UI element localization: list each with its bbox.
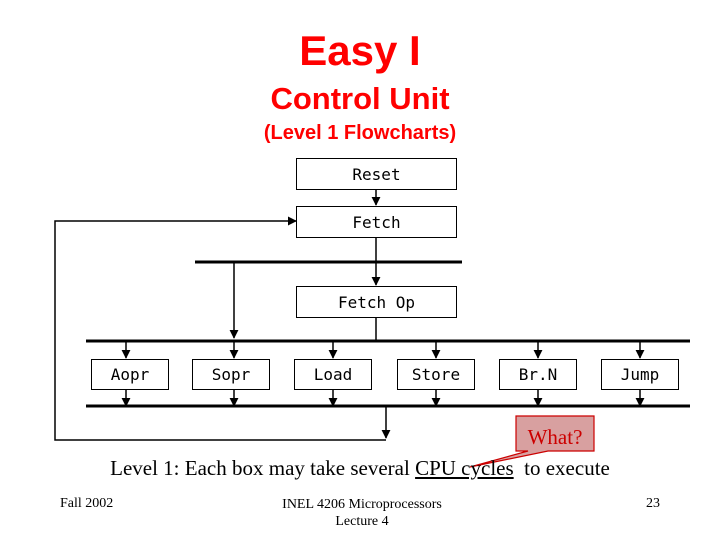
callout-text: What? <box>527 424 583 449</box>
instruction-box-brn: Br.N <box>499 359 577 390</box>
slide-subtitle: Control Unit <box>270 81 450 116</box>
caption-suffix: to execute <box>513 456 610 480</box>
caption-prefix: Level 1: Each box may take several <box>110 456 416 480</box>
slide-subheading: (Level 1 Flowcharts) <box>263 122 457 144</box>
instruction-box-aopr: Aopr <box>91 359 169 390</box>
callout-bubble <box>469 415 595 468</box>
page-number: 23 <box>646 496 660 511</box>
caption-underlined: CPU cycles <box>415 456 514 480</box>
fetch-op-box: Fetch Op <box>296 286 457 318</box>
instruction-box-sopr: Sopr <box>192 359 270 390</box>
footer-course-title: INEL 4206 Microprocessors <box>282 497 442 512</box>
fetch-box: Fetch <box>296 206 457 238</box>
slide-title: Easy I <box>299 27 421 74</box>
caption: Level 1: Each box may take several CPU c… <box>0 456 720 481</box>
instruction-box-store: Store <box>397 359 475 390</box>
footer-course: INEL 4206 Microprocessors Lecture 4 <box>262 496 462 530</box>
instruction-box-load: Load <box>294 359 372 390</box>
reset-box: Reset <box>296 158 457 190</box>
footer-date: Fall 2002 <box>60 496 114 511</box>
return-loop <box>54 216 386 441</box>
instruction-box-jump: Jump <box>601 359 679 390</box>
footer-lecture: Lecture 4 <box>335 514 389 529</box>
